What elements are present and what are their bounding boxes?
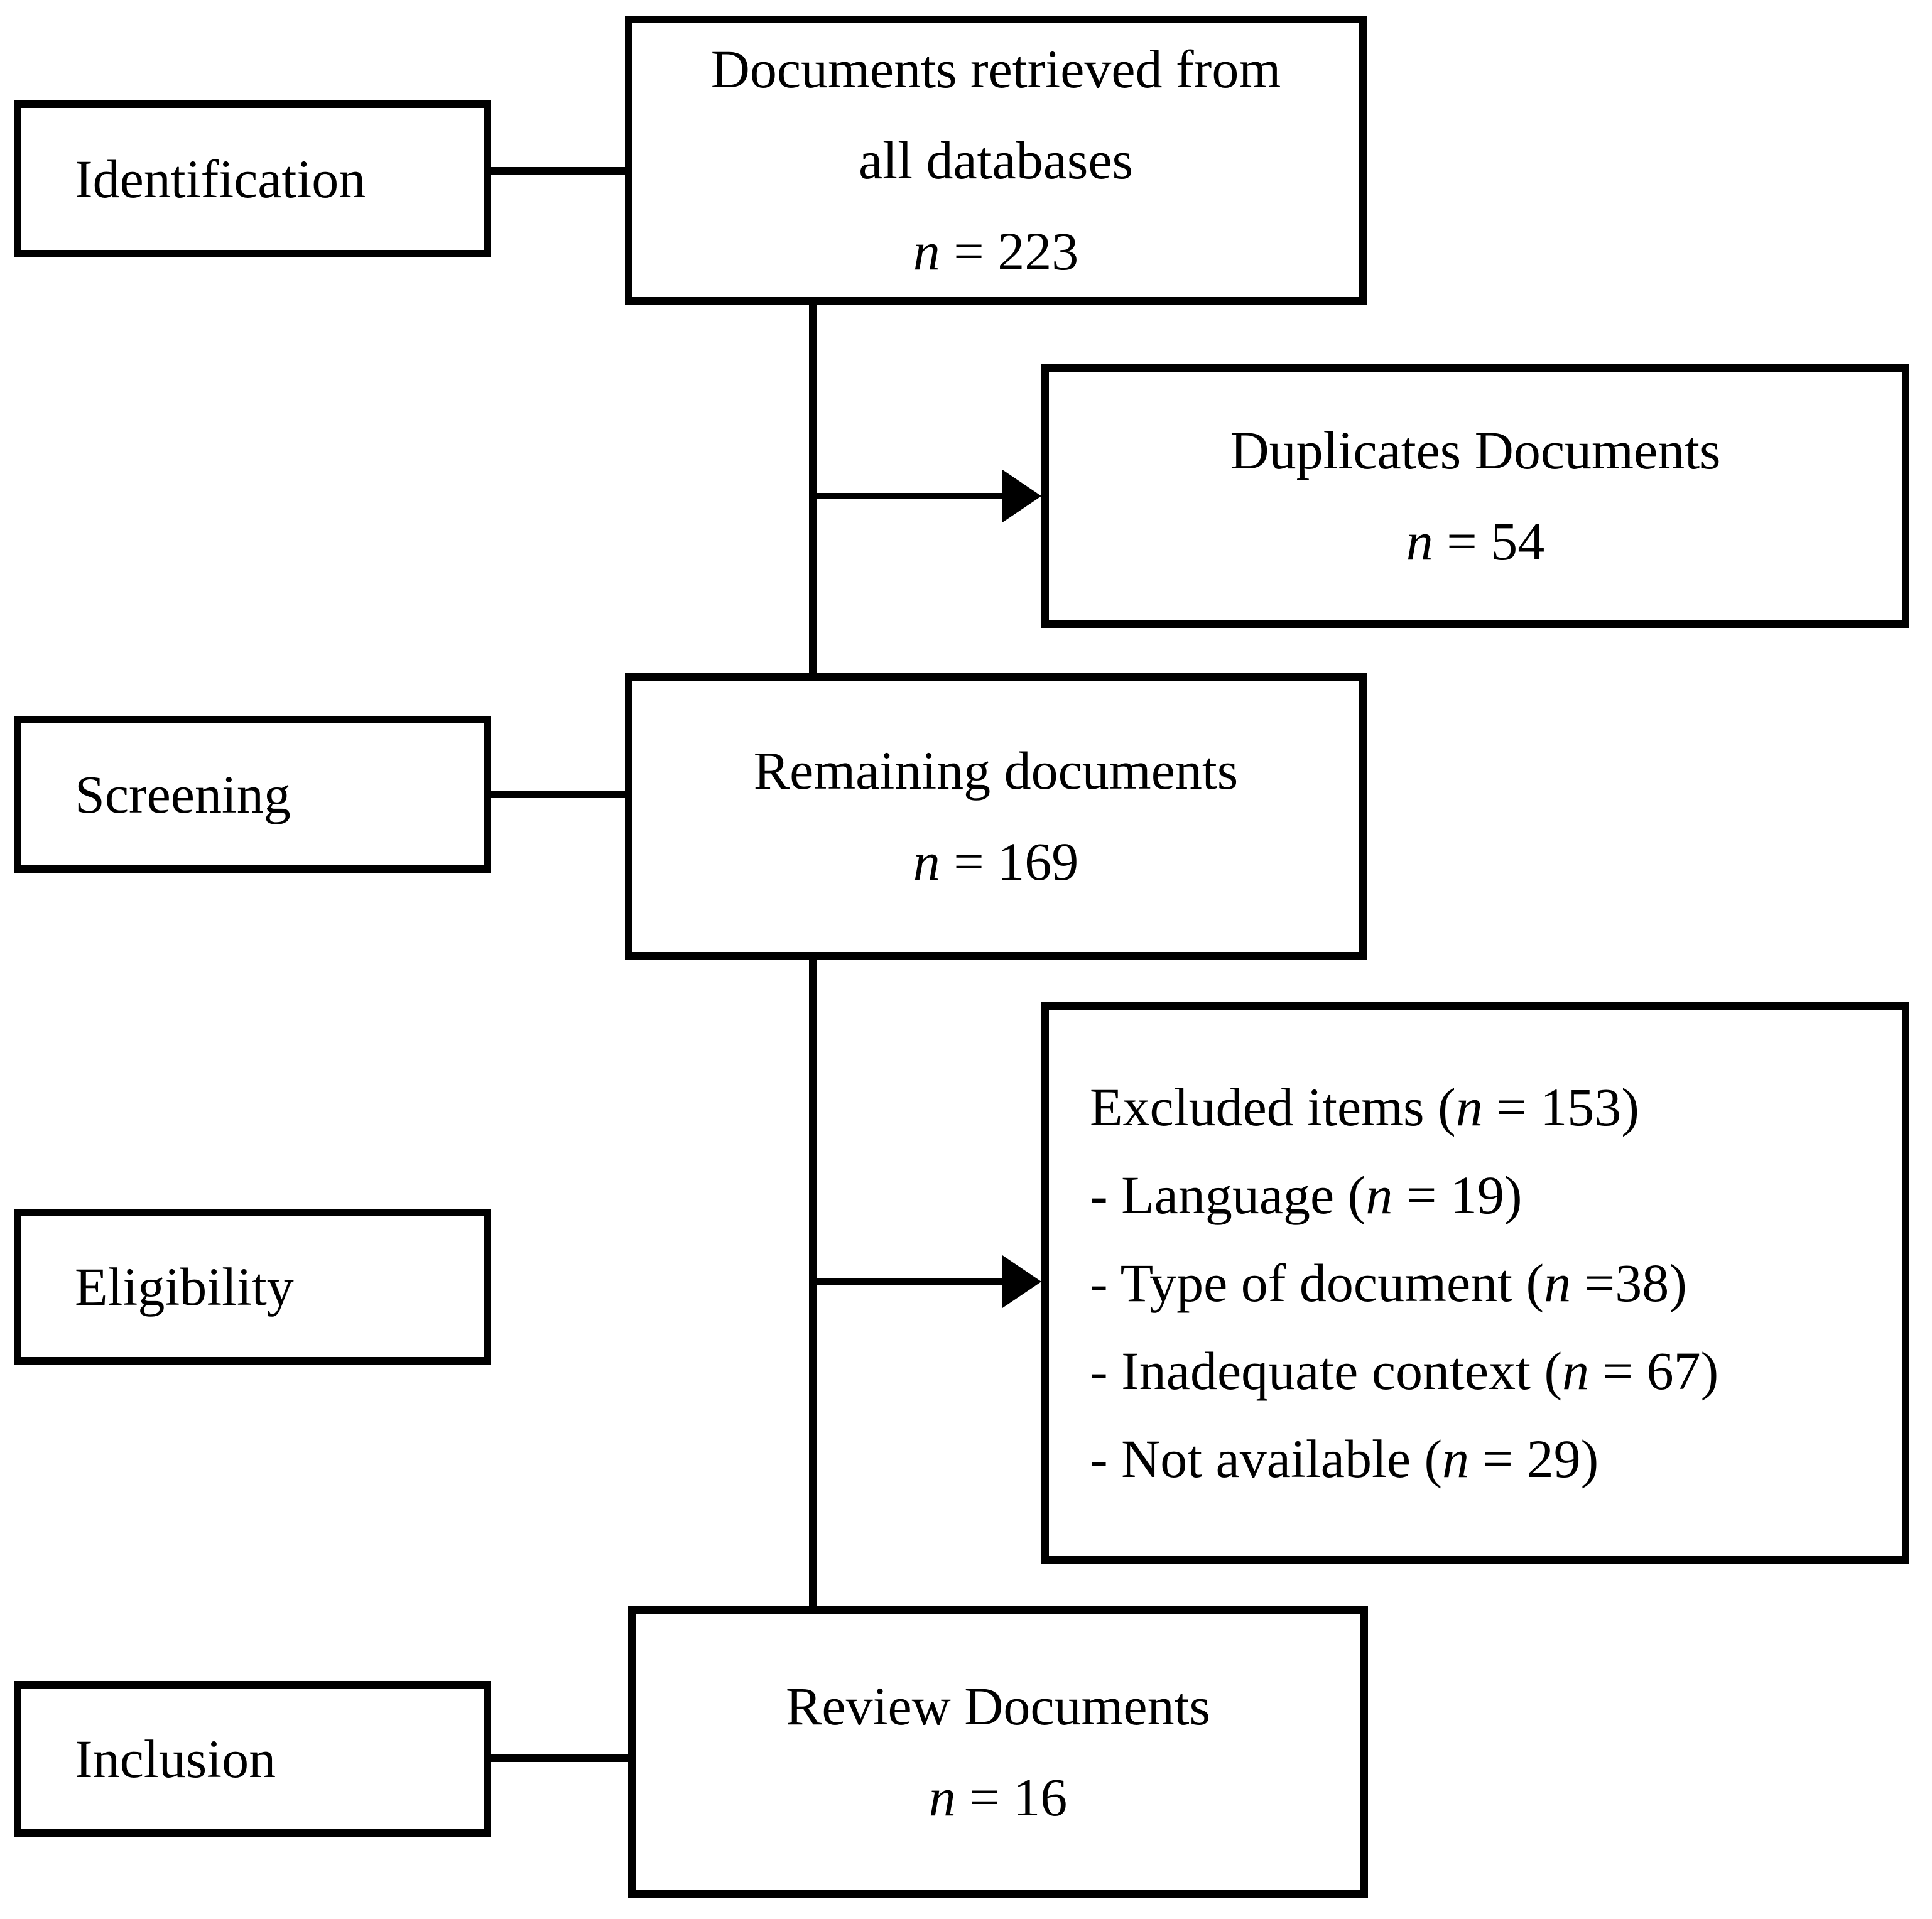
excluded-title-line: Excluded items (n = 153) [1090, 1063, 1902, 1151]
right-arrowhead-icon [1002, 470, 1041, 522]
excluded-item-not-available: - Not available (n = 29) [1090, 1429, 1599, 1489]
right-arrowhead-icon [1002, 1255, 1041, 1308]
stage-box-identification: Identification [14, 100, 491, 257]
n-symbol: n [1442, 1429, 1470, 1489]
connector-identification-to-retrieved [491, 167, 628, 175]
remaining-count: = 169 [940, 831, 1079, 892]
retrieved-count-line: n = 223 [913, 206, 1079, 297]
n-symbol: n [913, 831, 940, 892]
n-symbol: n [1544, 1253, 1571, 1313]
review-count-line: n = 16 [929, 1752, 1068, 1843]
n-symbol: n [928, 1767, 956, 1827]
spine-retrieved-to-remaining [809, 305, 817, 673]
retrieved-line1: Documents retrieved from [710, 38, 1281, 99]
connector-screening-to-remaining [491, 791, 628, 798]
retrieved-count: = 223 [940, 220, 1079, 281]
stage-box-screening: Screening [14, 716, 491, 873]
duplicates-line1: Duplicates Documents [1230, 420, 1721, 480]
flow-box-excluded: Excluded items (n = 153) - Language (n =… [1041, 1002, 1909, 1564]
arrow-line-to-duplicates [813, 493, 1009, 499]
stage-label-identification: Identification [75, 148, 366, 209]
stage-box-inclusion: Inclusion [14, 1681, 491, 1837]
excluded-title-pre: Excluded items ( [1090, 1077, 1456, 1137]
arrow-line-to-excluded [813, 1278, 1009, 1285]
retrieved-line2: all databases [859, 129, 1133, 190]
n-symbol: n [1406, 511, 1433, 571]
excluded-item-language: - Language (n = 19) [1090, 1165, 1522, 1225]
duplicates-count-line: n = 54 [1406, 496, 1545, 587]
excluded-item-inadequate-context: - Inadequate context (n = 67) [1090, 1341, 1719, 1401]
stage-label-screening: Screening [75, 764, 291, 824]
review-line1: Review Documents [786, 1676, 1210, 1736]
excluded-item-type-of-document: - Type of document (n =38) [1090, 1253, 1687, 1313]
n-symbol: n [1365, 1165, 1393, 1225]
flow-box-review: Review Documents n = 16 [628, 1606, 1368, 1898]
stage-label-inclusion: Inclusion [75, 1728, 276, 1789]
review-count: = 16 [955, 1767, 1068, 1827]
stage-box-eligibility: Eligibility [14, 1209, 491, 1365]
flow-box-retrieved: Documents retrieved from all databases n… [625, 16, 1367, 305]
flow-box-remaining: Remaining documents n = 169 [625, 673, 1367, 960]
excluded-title-post: = 153) [1482, 1077, 1639, 1137]
duplicates-count: = 54 [1433, 511, 1545, 571]
n-symbol: n [1455, 1077, 1483, 1137]
n-symbol: n [913, 220, 940, 281]
connector-inclusion-to-review [491, 1754, 631, 1762]
remaining-count-line: n = 169 [913, 816, 1079, 907]
n-symbol: n [1562, 1341, 1590, 1401]
stage-label-eligibility: Eligibility [75, 1256, 294, 1317]
flow-box-duplicates: Duplicates Documents n = 54 [1041, 364, 1909, 628]
remaining-line1: Remaining documents [753, 740, 1239, 801]
